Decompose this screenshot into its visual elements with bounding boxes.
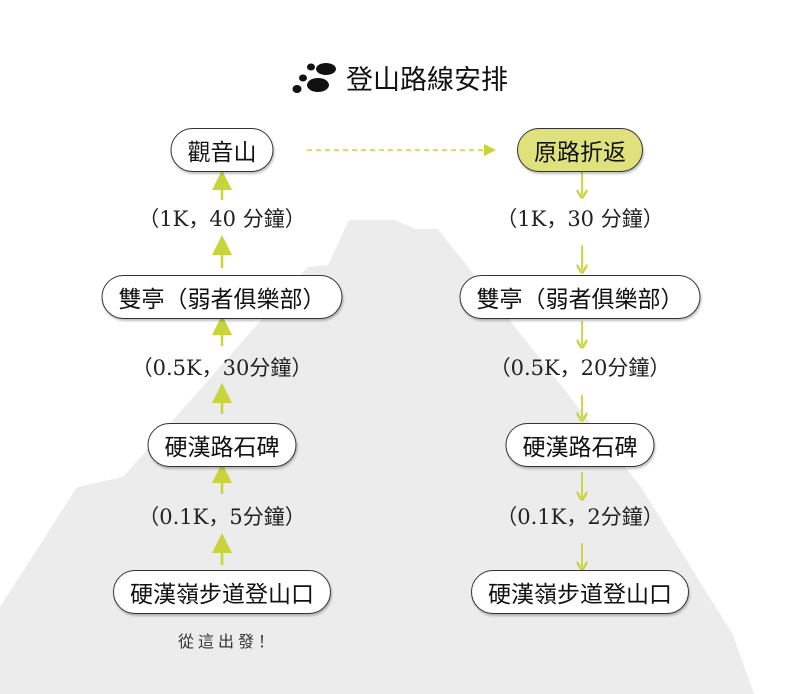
node-trailhead: 硬漢嶺步道登山口 bbox=[113, 570, 331, 614]
segment-label: （0.1K，5分鐘） bbox=[138, 505, 306, 529]
segment-label: （1K，40 分鐘） bbox=[138, 207, 306, 231]
node-twin-pavilion: 雙亭（弱者俱樂部） bbox=[459, 275, 701, 319]
segment-label: （1K，30 分鐘） bbox=[496, 207, 664, 231]
segment-label: （0.5K，30分鐘） bbox=[131, 356, 313, 380]
node-summit: 觀音山 bbox=[170, 128, 274, 172]
segment-label: （0.1K，2分鐘） bbox=[496, 505, 664, 529]
node-stone-marker: 硬漢路石碑 bbox=[147, 423, 297, 467]
node-return: 原路折返 bbox=[517, 128, 643, 172]
page-title: 登山路線安排 bbox=[0, 58, 800, 97]
footprints-icon bbox=[292, 62, 336, 93]
node-stone-marker: 硬漢路石碑 bbox=[505, 423, 655, 467]
start-note: 從這出發！ bbox=[177, 632, 279, 651]
segment-label: （0.5K，20分鐘） bbox=[489, 356, 671, 380]
node-twin-pavilion: 雙亭（弱者俱樂部） bbox=[101, 275, 343, 319]
node-trailhead: 硬漢嶺步道登山口 bbox=[471, 570, 689, 614]
